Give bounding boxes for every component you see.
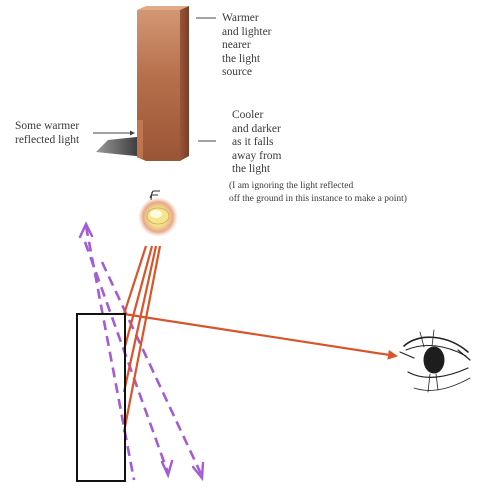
block-reflected-light — [137, 120, 143, 158]
eye-icon — [399, 329, 471, 393]
block-front-face — [137, 10, 180, 161]
block-top-face — [137, 6, 189, 10]
annotation-ground-reflection-note: (I am ignoring the light reflected off t… — [229, 181, 407, 204]
light-bulb-icon — [138, 190, 178, 237]
annotation-warmer-lighter: Warmer and lighter nearer the light sour… — [222, 12, 272, 78]
light-ray-2 — [122, 245, 154, 351]
dashed-ray-right — [100, 261, 204, 477]
annotation-cooler-darker: Cooler and darker as it falls away from … — [232, 109, 282, 175]
block-outline — [76, 313, 126, 482]
block-side-face — [180, 6, 189, 161]
dashed-ray-arrowheads — [78, 221, 205, 482]
dashed-rays — [83, 225, 204, 481]
block-cast-shadow — [96, 137, 146, 157]
dashed-ray-middle — [83, 241, 170, 474]
light-rays — [122, 245, 398, 433]
light-ray-4 — [122, 245, 162, 433]
annotation-warmer-reflected: Some warmer reflected light — [15, 120, 80, 146]
light-ray-1 — [122, 245, 148, 315]
reflected-leader-arrow — [130, 130, 135, 136]
reflected-ray-to-eye — [123, 312, 398, 360]
painted-block-illustration — [96, 6, 189, 161]
light-ray-3 — [122, 245, 158, 393]
